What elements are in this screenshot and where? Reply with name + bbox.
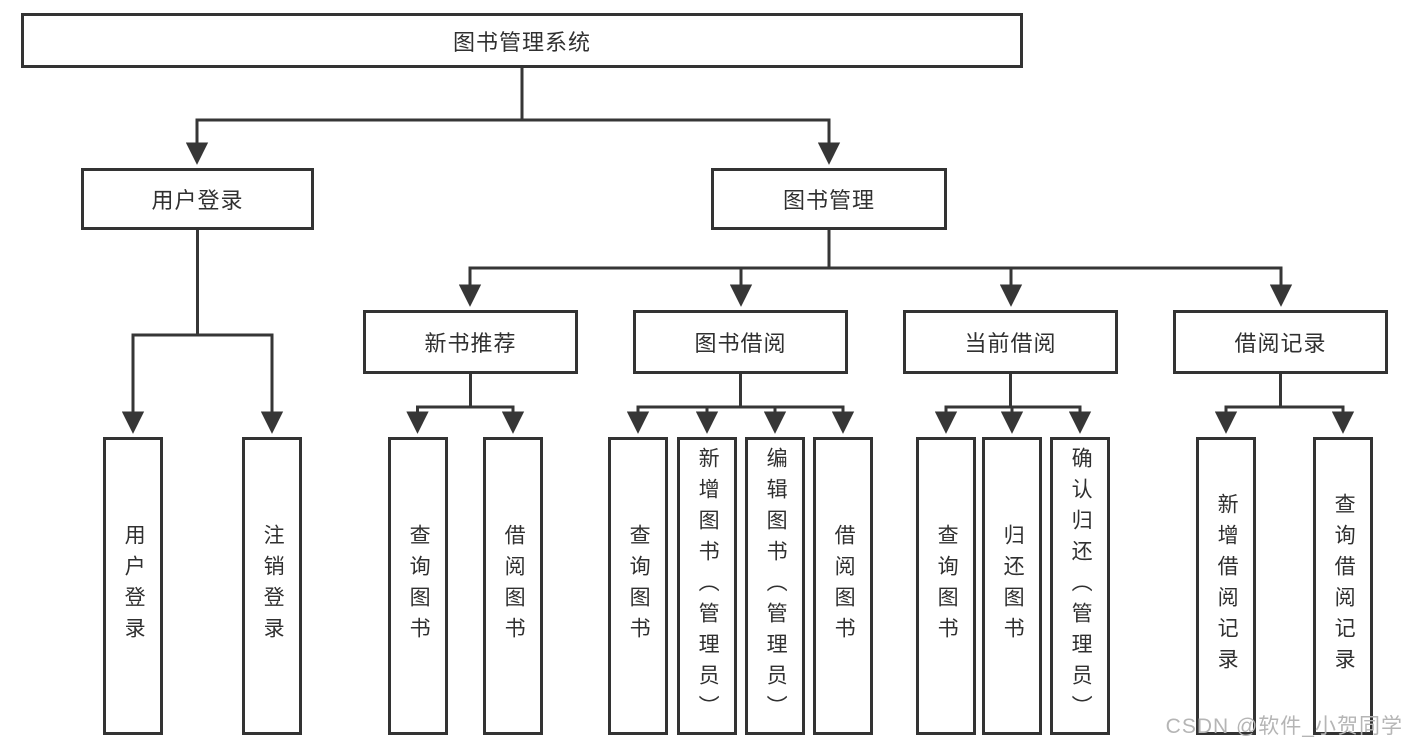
leaf-query-books-borrowing: 查询图书 [608,437,668,735]
leaf-logout: 注销登录 [242,437,302,735]
leaf-label: 归还图书 [1001,524,1025,648]
leaf-borrow-books-borrowing: 借阅图书 [813,437,873,735]
leaf-edit-books-admin: 编辑图书（管理员） [745,437,805,735]
node-label: 新书推荐 [424,331,517,356]
leaf-add-borrow-record: 新增借阅记录 [1196,437,1256,735]
watermark: CSDN @软件_小贺同学 [1165,715,1403,738]
node-borrowing-records: 借阅记录 [1173,310,1388,374]
node-label: 当前借阅 [964,331,1057,356]
leaf-label: 新增图书（管理员） [696,446,720,726]
leaf-label: 查询图书 [627,524,651,648]
leaf-borrow-books-recommend: 借阅图书 [483,437,543,735]
node-new-book-recommendation: 新书推荐 [363,310,578,374]
leaf-label: 借阅图书 [502,524,526,648]
leaf-label: 借阅图书 [832,524,856,648]
node-user-login: 用户登录 [81,168,314,230]
node-label: 图书管理 [782,188,875,213]
leaf-query-books-current: 查询图书 [916,437,976,735]
node-label: 借阅记录 [1234,331,1327,356]
leaf-label: 注销登录 [261,524,285,648]
node-library-management-system: 图书管理系统 [21,13,1023,68]
node-label: 用户登录 [151,188,244,213]
node-book-management: 图书管理 [711,168,947,230]
leaf-query-books-recommend: 查询图书 [388,437,448,735]
leaf-add-books-admin: 新增图书（管理员） [677,437,737,735]
leaf-label: 查询图书 [935,524,959,648]
leaf-query-borrow-record: 查询借阅记录 [1313,437,1373,735]
leaf-label: 查询借阅记录 [1332,493,1356,679]
leaf-return-books: 归还图书 [982,437,1042,735]
node-label: 图书借阅 [694,331,787,356]
leaf-label: 编辑图书（管理员） [764,446,788,726]
leaf-user-login: 用户登录 [103,437,163,735]
node-label: 图书管理系统 [452,29,591,55]
node-book-borrowing: 图书借阅 [633,310,848,374]
leaf-label: 用户登录 [122,524,146,648]
leaf-label: 确认归还（管理员） [1069,446,1093,726]
leaf-label: 新增借阅记录 [1215,493,1239,679]
node-current-borrowing: 当前借阅 [903,310,1118,374]
leaf-label: 查询图书 [407,524,431,648]
leaf-confirm-return-admin: 确认归还（管理员） [1050,437,1110,735]
